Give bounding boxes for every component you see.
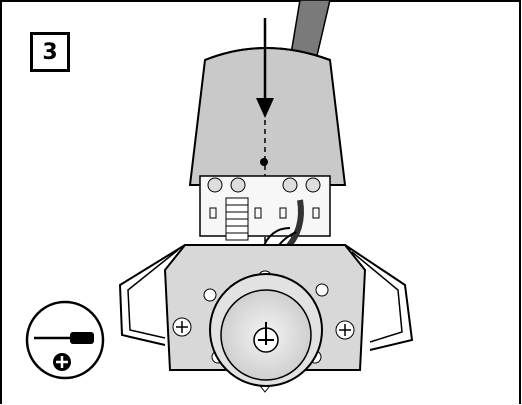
device-cover bbox=[188, 47, 347, 186]
step-number-box: 3 bbox=[30, 32, 70, 72]
rotary-dial bbox=[209, 273, 323, 387]
coil bbox=[225, 197, 249, 241]
terminal-block bbox=[199, 175, 331, 256]
mounting-clips bbox=[118, 244, 414, 351]
step-number: 3 bbox=[42, 39, 58, 65]
screwdriver-plus-icon bbox=[25, 300, 105, 380]
down-arrow-icon bbox=[256, 18, 274, 118]
